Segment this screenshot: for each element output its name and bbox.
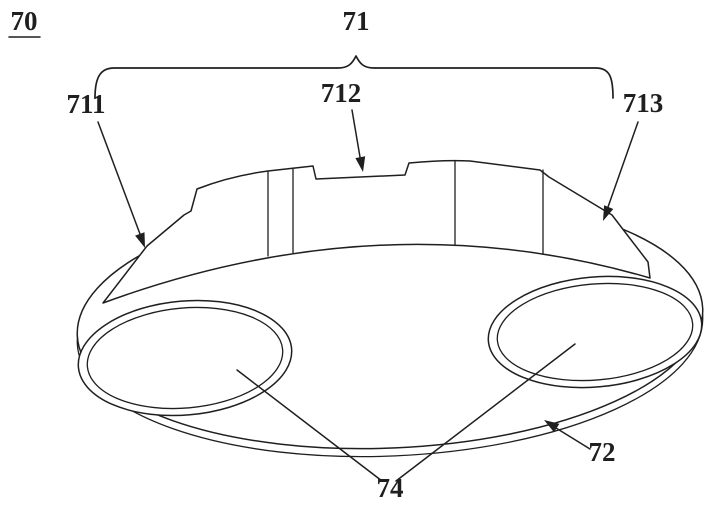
figure-number-label: 70 [11, 6, 38, 36]
leader-line-712 [351, 109, 361, 158]
label-712: 712 [321, 78, 362, 108]
leader-line-74-left [236, 369, 383, 482]
label-711: 711 [66, 89, 105, 119]
label-71: 71 [343, 6, 370, 36]
label-74: 74 [377, 473, 404, 503]
label-72: 72 [589, 437, 616, 467]
lens-left-outer [77, 299, 293, 417]
arrowhead-72-icon [544, 420, 560, 433]
group-brace [94, 55, 614, 99]
leader-line-72 [555, 427, 591, 450]
lens-right-outer [487, 275, 703, 389]
leader-line-711 [97, 121, 141, 235]
arrowhead-711-icon [135, 232, 145, 248]
label-713: 713 [623, 88, 664, 118]
leader-line-713 [607, 121, 639, 208]
leader-line-74-right [395, 343, 576, 482]
lens-left-inner [86, 306, 284, 410]
lens-right-inner [496, 282, 694, 382]
arrowhead-712-icon [355, 156, 366, 172]
arrowhead-713-icon [603, 205, 614, 221]
mounting-band [102, 159, 651, 304]
